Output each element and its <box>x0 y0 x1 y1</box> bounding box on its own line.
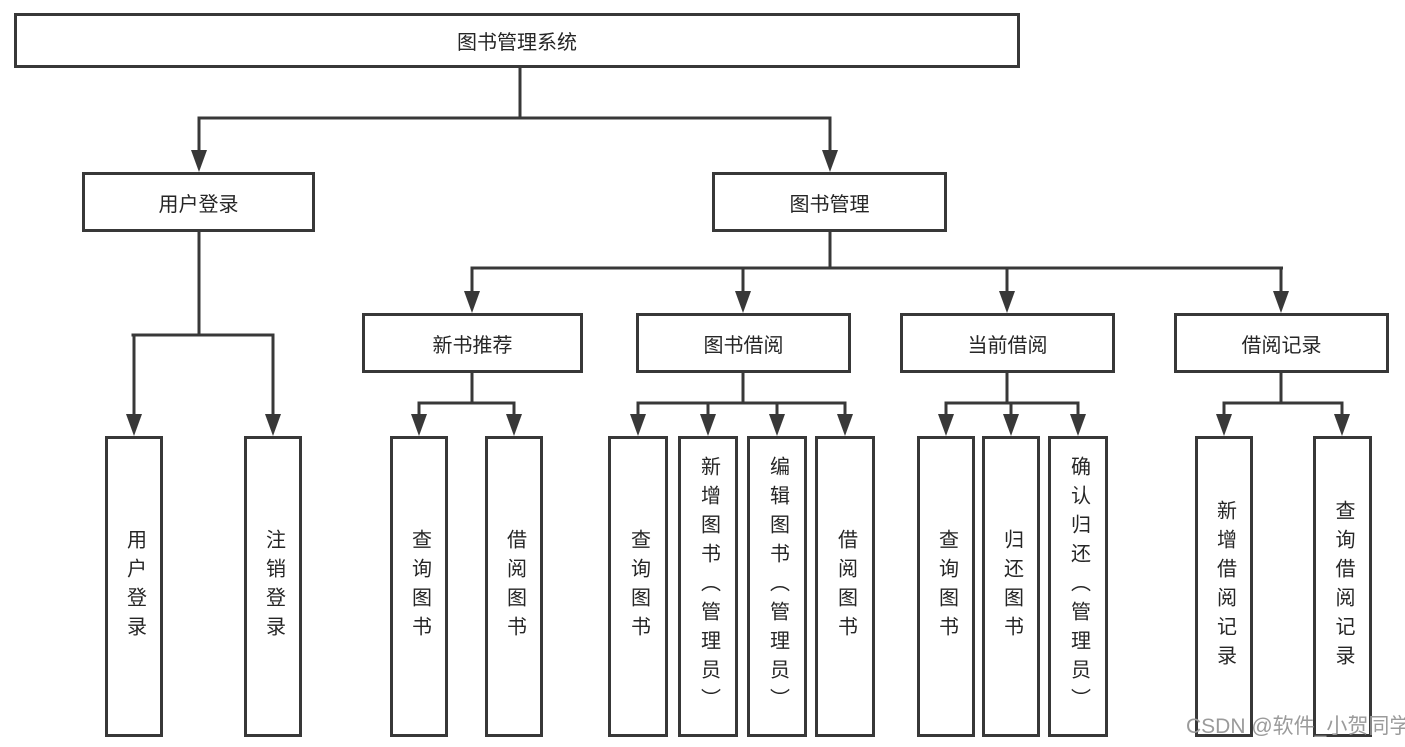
node-branch-user-login: 用户登录 <box>82 172 315 232</box>
node-section-new-books-label: 新书推荐 <box>432 334 513 357</box>
node-section-borrow-records-label: 借阅记录 <box>1241 334 1322 357</box>
arrowhead-icon <box>506 414 522 436</box>
node-leaf-logout: 注销登录 <box>244 436 302 737</box>
node-leaf-borrow-add-label: 新增图书（管理员） <box>697 456 720 717</box>
node-leaf-records-add-label: 新增借阅记录 <box>1213 499 1236 674</box>
node-section-book-borrow: 图书借阅 <box>636 313 851 373</box>
arrowhead-icon <box>938 414 954 436</box>
node-branch-user-login-label: 用户登录 <box>158 193 239 216</box>
node-leaf-newbooks-query-label: 查询图书 <box>408 528 431 645</box>
arrowhead-icon <box>411 414 427 436</box>
node-leaf-current-query: 查询图书 <box>917 436 975 737</box>
arrowhead-icon <box>464 291 480 313</box>
node-leaf-borrow-query-label: 查询图书 <box>627 528 650 645</box>
node-leaf-borrow-borrow: 借阅图书 <box>815 436 875 737</box>
node-root-label: 图书管理系统 <box>457 32 577 54</box>
arrowhead-icon <box>999 291 1015 313</box>
arrowhead-icon <box>630 414 646 436</box>
arrowhead-icon <box>735 291 751 313</box>
node-leaf-user-login-label: 用户登录 <box>123 528 146 645</box>
arrowhead-icon <box>1216 414 1232 436</box>
node-leaf-records-query-label: 查询借阅记录 <box>1332 499 1354 674</box>
node-leaf-current-query-label: 查询图书 <box>935 528 958 645</box>
arrowhead-icon <box>700 414 716 436</box>
node-leaf-newbooks-query: 查询图书 <box>390 436 448 737</box>
node-root: 图书管理系统 <box>14 13 1020 68</box>
node-section-new-books: 新书推荐 <box>362 313 583 373</box>
node-section-current-borrow: 当前借阅 <box>900 313 1115 373</box>
node-leaf-current-return-label: 归还图书 <box>1000 528 1023 645</box>
node-leaf-records-query: 查询借阅记录 <box>1313 436 1372 737</box>
arrowhead-icon <box>769 414 785 436</box>
arrowhead-icon <box>1273 291 1289 313</box>
node-leaf-current-return: 归还图书 <box>982 436 1040 737</box>
node-leaf-borrow-edit: 编辑图书（管理员） <box>747 436 807 737</box>
watermark-text: CSDN @软件_小贺同学 <box>1186 715 1405 738</box>
node-leaf-borrow-query: 查询图书 <box>608 436 668 737</box>
arrowhead-icon <box>126 414 142 436</box>
arrowhead-icon <box>1334 414 1350 436</box>
arrowhead-icon <box>265 414 281 436</box>
arrowhead-icon <box>822 150 838 172</box>
node-leaf-user-login: 用户登录 <box>105 436 163 737</box>
node-leaf-borrow-add: 新增图书（管理员） <box>678 436 738 737</box>
node-leaf-borrow-edit-label: 编辑图书（管理员） <box>766 456 789 717</box>
arrowhead-icon <box>1003 414 1019 436</box>
node-leaf-current-confirm: 确认归还（管理员） <box>1048 436 1108 737</box>
node-section-book-borrow-label: 图书借阅 <box>703 334 784 357</box>
arrowhead-icon <box>191 150 207 172</box>
node-section-current-borrow-label: 当前借阅 <box>967 334 1048 357</box>
arrowhead-icon <box>1070 414 1086 436</box>
node-leaf-current-confirm-label: 确认归还（管理员） <box>1067 456 1090 717</box>
node-leaf-records-add: 新增借阅记录 <box>1195 436 1253 737</box>
node-section-borrow-records: 借阅记录 <box>1174 313 1389 373</box>
node-leaf-logout-label: 注销登录 <box>262 528 285 645</box>
node-branch-book-management: 图书管理 <box>712 172 947 232</box>
node-leaf-borrow-borrow-label: 借阅图书 <box>834 528 857 645</box>
arrowhead-icon <box>837 414 853 436</box>
node-branch-book-management-label: 图书管理 <box>789 193 870 216</box>
node-leaf-newbooks-borrow-label: 借阅图书 <box>503 528 526 645</box>
node-leaf-newbooks-borrow: 借阅图书 <box>485 436 543 737</box>
